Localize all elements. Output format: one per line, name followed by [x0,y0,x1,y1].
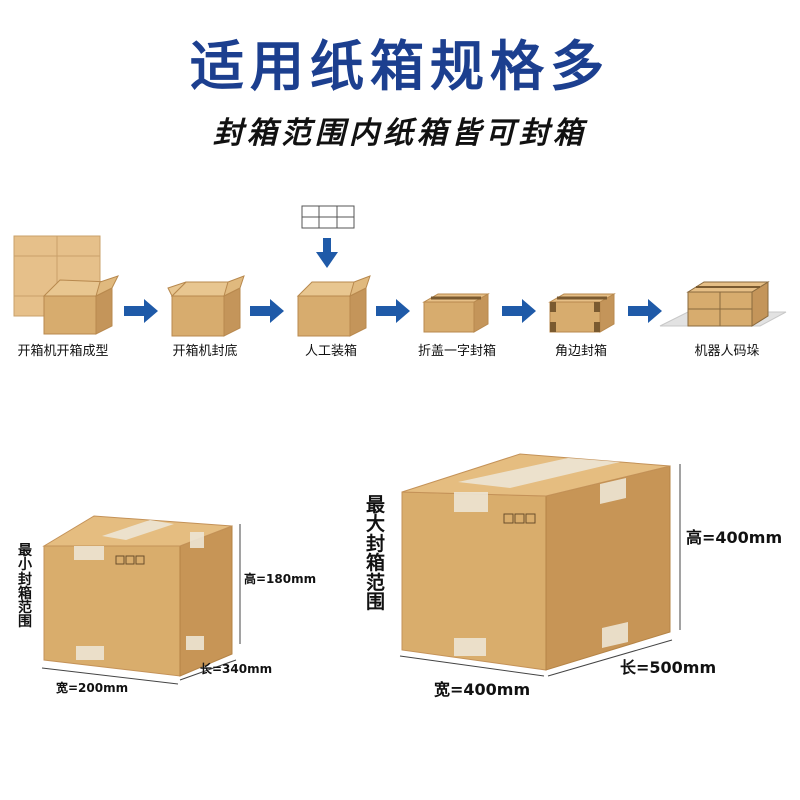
flow-arrow-2 [250,299,284,323]
min-box-label: 最小封箱范围 [18,543,32,631]
step-6-illustration [659,281,787,327]
flow-arrow-3 [376,299,410,323]
flow-arrow-1 [124,299,158,323]
max-box-height: 高=400mm [686,528,783,547]
min-box-length: 长=340mm [200,662,273,676]
step-1-illustration [13,235,119,335]
page-title: 适用纸箱规格多 [190,35,610,98]
process-flow [13,205,787,337]
step-label-6: 机器人码垛 [694,344,760,359]
min-box-width: 宽=200mm [56,681,129,695]
step-4-illustration [422,293,490,333]
step-label-5: 角边封箱 [554,344,607,359]
step-label-4: 折盖一字封箱 [417,344,496,359]
step-3-illustration [296,205,371,337]
flow-arrow-5 [628,299,662,323]
step-label-1: 开箱机开箱成型 [17,344,109,359]
step-2-illustration [167,275,245,337]
max-box-width: 宽=400mm [434,680,531,699]
max-box-length: 长=500mm [620,658,717,677]
step-5-illustration [548,293,616,333]
min-box-height: 高=180mm [244,572,317,586]
page-subtitle: 封箱范围内纸箱皆可封箱 [213,116,587,151]
step-label-3: 人工装箱 [304,344,357,359]
flow-arrow-4 [502,299,536,323]
max-box-label: 最大封箱范围 [366,494,386,613]
step-label-2: 开箱机封底 [172,344,238,359]
